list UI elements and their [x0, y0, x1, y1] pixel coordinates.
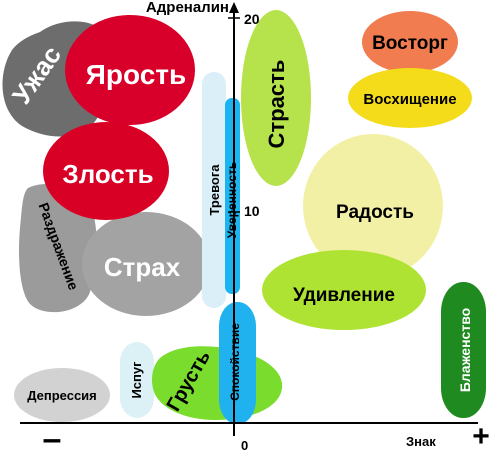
- tick-label-20: 20: [244, 11, 260, 27]
- label-rage: Ярость: [86, 59, 186, 90]
- label-delight: Восторг: [372, 33, 448, 54]
- bubble-fear: [82, 212, 210, 316]
- bubble-delight: [362, 11, 458, 73]
- label-passion: Страсть: [264, 60, 289, 149]
- bubble-irritation: [19, 184, 97, 313]
- bubble-anxiety: [202, 72, 226, 308]
- bubble-surprise: [262, 250, 426, 330]
- bubble-bliss: [441, 282, 486, 418]
- label-fear: Страх: [104, 252, 181, 282]
- bubble-joy: [303, 134, 443, 278]
- plus-sign: +: [472, 420, 490, 452]
- label-depression: Депрессия: [27, 388, 97, 403]
- label-joy: Радость: [336, 202, 414, 223]
- bubble-calm: [219, 302, 256, 424]
- bubble-rage: [65, 15, 195, 125]
- label-fright: Испуг: [129, 361, 144, 399]
- tick-label-10: 10: [244, 203, 260, 219]
- bubble-confidence: [225, 98, 240, 294]
- label-calm: Спокойствие: [228, 323, 242, 401]
- label-anxiety: Тревога: [207, 164, 222, 216]
- origin-label: 0: [241, 438, 248, 452]
- label-confidence: Уверенность: [225, 162, 239, 239]
- label-bliss: Блаженство: [457, 308, 473, 392]
- bubble-passion: [241, 10, 311, 186]
- bubble-anger: [43, 122, 169, 220]
- x-axis-label: Знак: [406, 434, 436, 449]
- bubble-admiration: [348, 68, 472, 128]
- label-admiration: Восхищение: [363, 91, 456, 108]
- bubble-depression: [14, 368, 110, 422]
- y-axis-arrow: [229, 2, 239, 13]
- minus-sign: –: [43, 420, 62, 452]
- label-surprise: Удивление: [293, 285, 395, 306]
- y-axis-label: Адреналин: [146, 0, 229, 16]
- label-anger: Злость: [62, 159, 153, 189]
- bubble-fright: [120, 342, 154, 418]
